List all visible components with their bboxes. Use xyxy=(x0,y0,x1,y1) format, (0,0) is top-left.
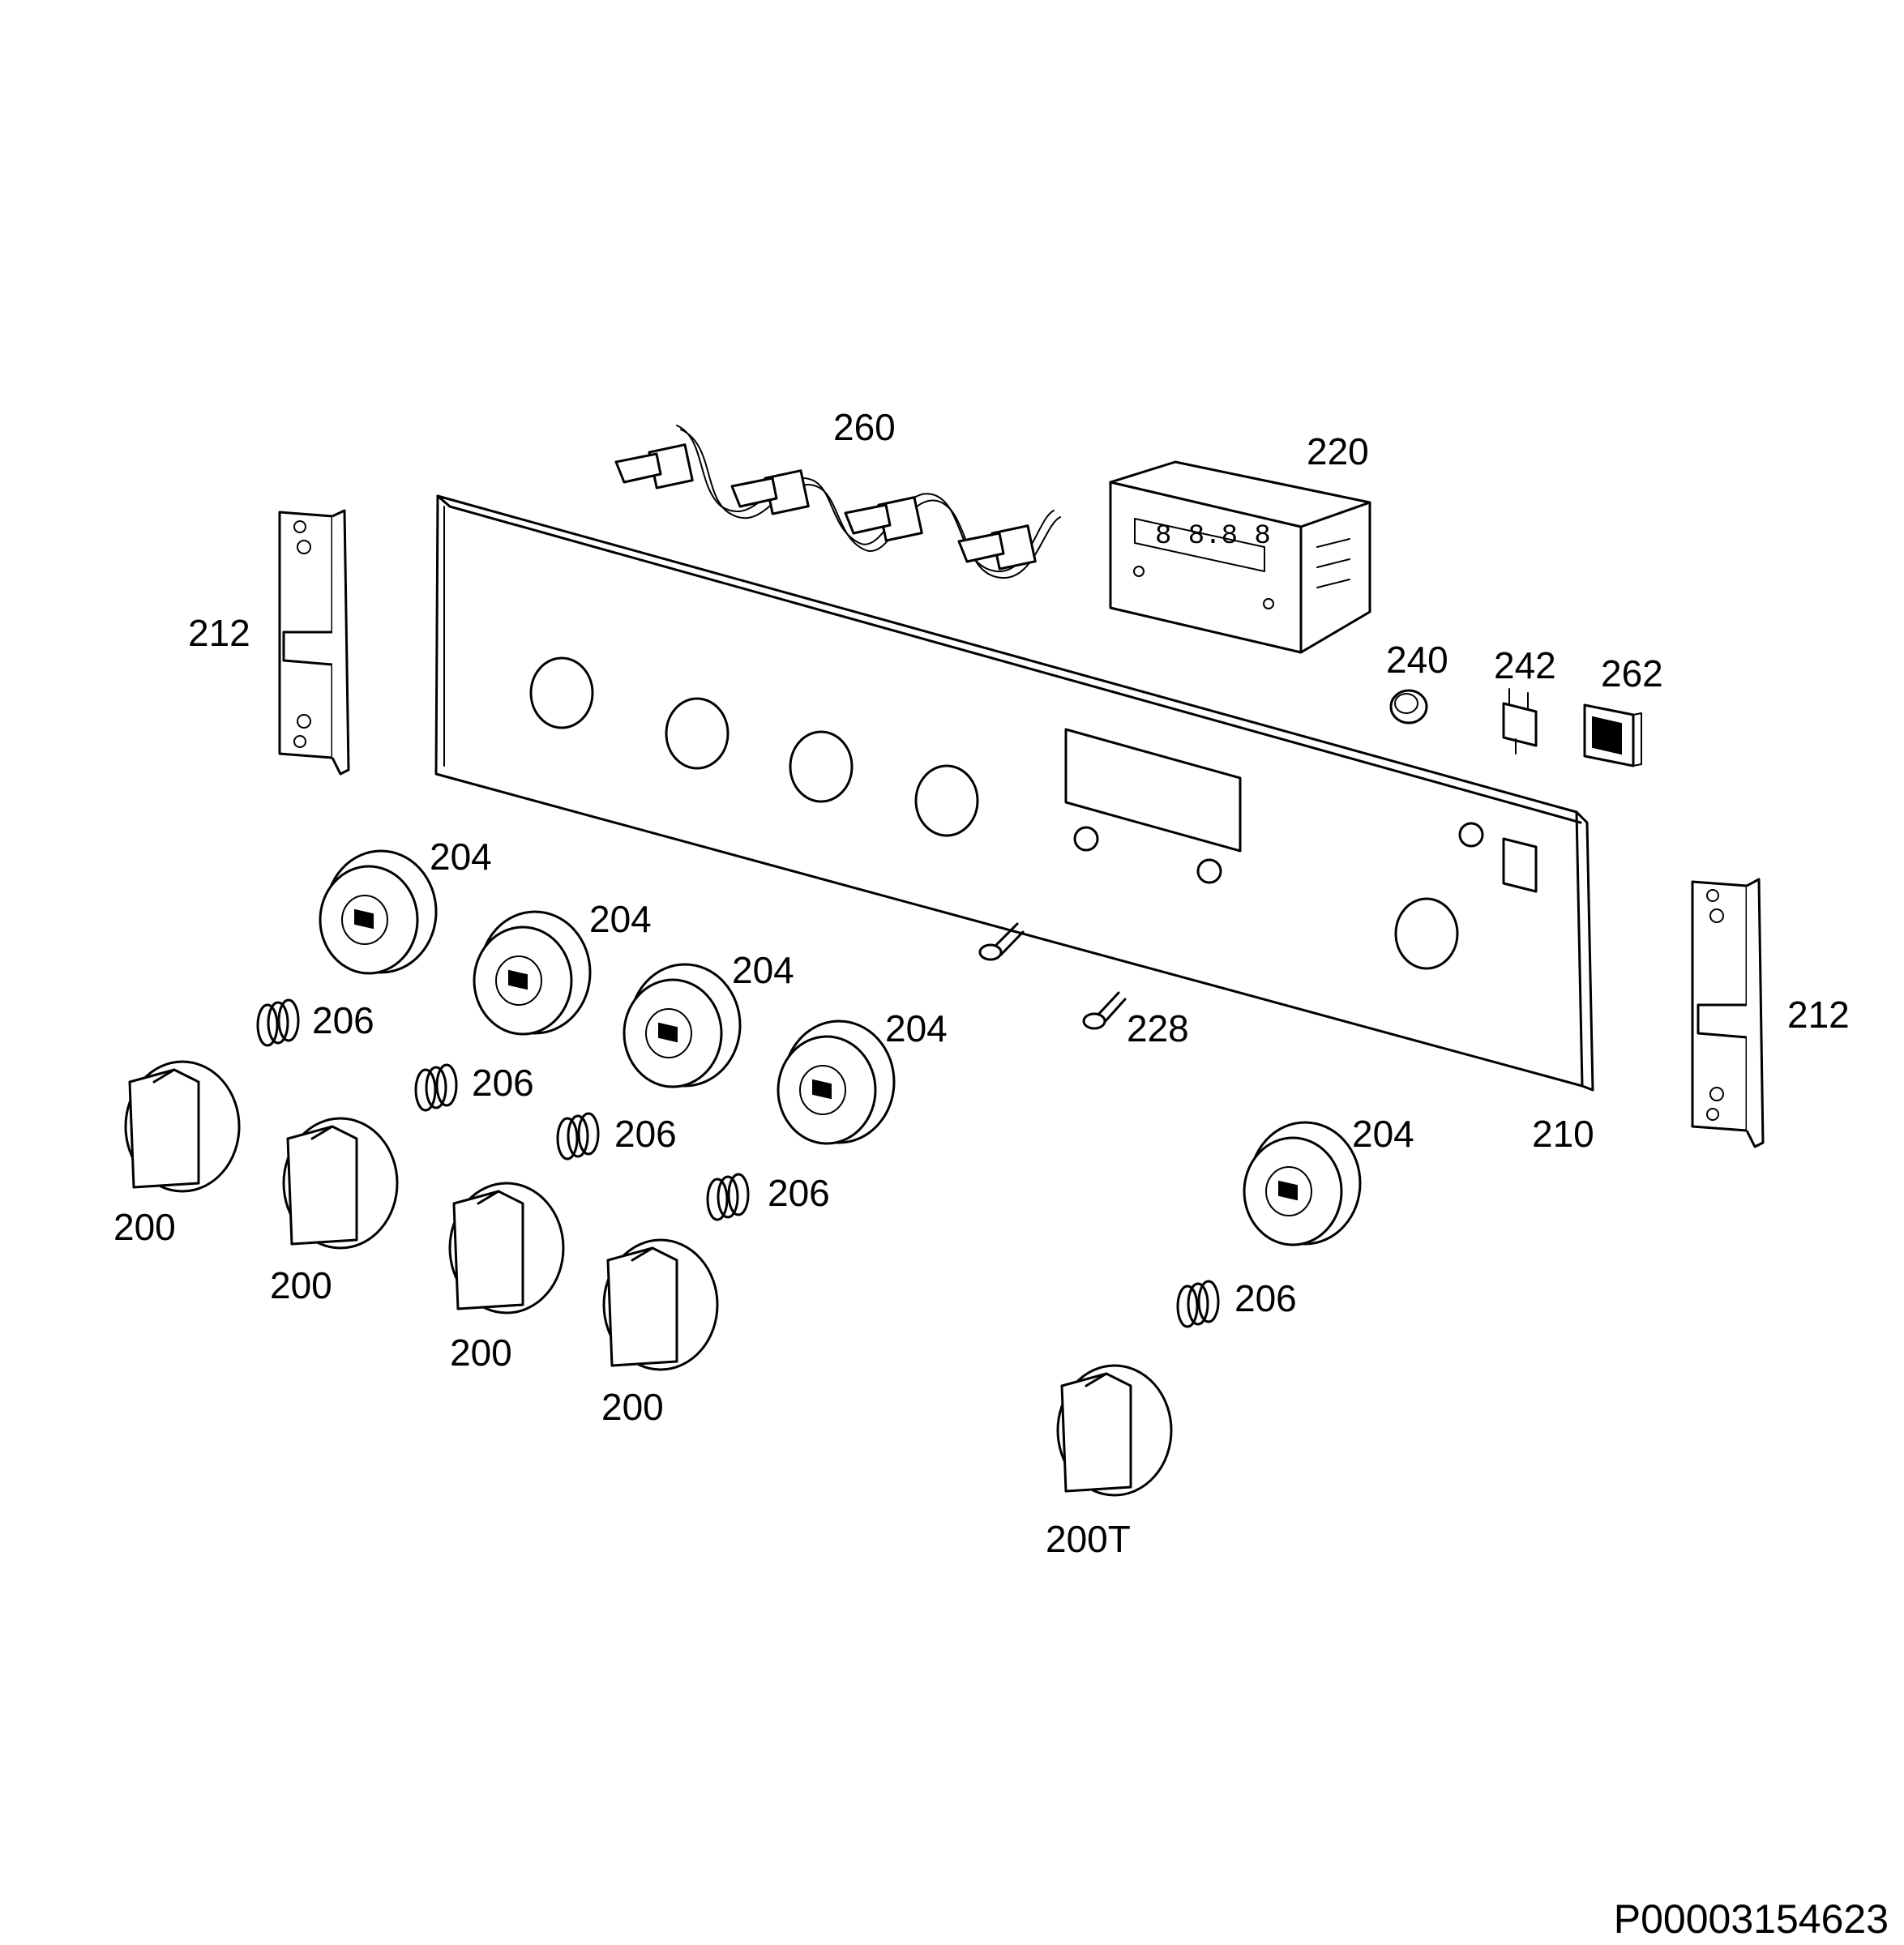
label-206-4: 206 xyxy=(768,1172,830,1214)
label-204-1: 204 xyxy=(430,836,492,878)
label-206-2: 206 xyxy=(472,1062,534,1104)
label-228: 228 xyxy=(1127,1007,1189,1049)
part-204-bezels xyxy=(319,849,1362,1246)
label-200-3: 200 xyxy=(450,1332,512,1374)
label-200t: 200T xyxy=(1046,1518,1131,1560)
part-262-rocker-switch xyxy=(1583,703,1642,767)
part-200-knobs xyxy=(124,1060,719,1371)
label-204-3: 204 xyxy=(732,949,794,991)
label-212-left: 212 xyxy=(188,612,250,654)
part-210-control-panel xyxy=(434,494,1594,1092)
label-206-1: 206 xyxy=(312,999,374,1041)
label-204-4: 204 xyxy=(885,1007,948,1049)
label-212-right: 212 xyxy=(1787,994,1850,1036)
label-206-5: 206 xyxy=(1234,1277,1297,1319)
label-204-5: 204 xyxy=(1352,1113,1414,1155)
document-id: P00003154623 xyxy=(1614,1896,1889,1942)
callout-labels: 260 220 212 212 240 242 262 204 204 204 … xyxy=(113,406,1850,1560)
label-200-2: 200 xyxy=(270,1264,332,1306)
part-242-relay xyxy=(1502,688,1538,754)
label-240: 240 xyxy=(1386,639,1448,681)
label-204-2: 204 xyxy=(589,898,652,940)
label-242: 242 xyxy=(1494,644,1556,686)
part-212-bracket-right xyxy=(1691,878,1765,1148)
label-200-4: 200 xyxy=(601,1386,664,1428)
label-260: 260 xyxy=(833,406,896,448)
part-220-clock-timer: 8 8.8 8 xyxy=(1109,460,1371,654)
part-260-wiring-harness xyxy=(614,425,1061,579)
label-262: 262 xyxy=(1601,652,1663,695)
part-228-screws xyxy=(978,922,1127,1030)
label-210: 210 xyxy=(1532,1113,1594,1155)
part-240-button xyxy=(1389,689,1428,725)
part-212-bracket-left xyxy=(278,509,350,776)
svg-text:8 8.8 8: 8 8.8 8 xyxy=(1155,521,1271,552)
part-206-springs xyxy=(256,998,1220,1328)
label-220: 220 xyxy=(1307,430,1369,472)
label-206-3: 206 xyxy=(614,1113,677,1155)
part-200t-knob xyxy=(1056,1364,1173,1497)
label-200-1: 200 xyxy=(113,1206,176,1248)
